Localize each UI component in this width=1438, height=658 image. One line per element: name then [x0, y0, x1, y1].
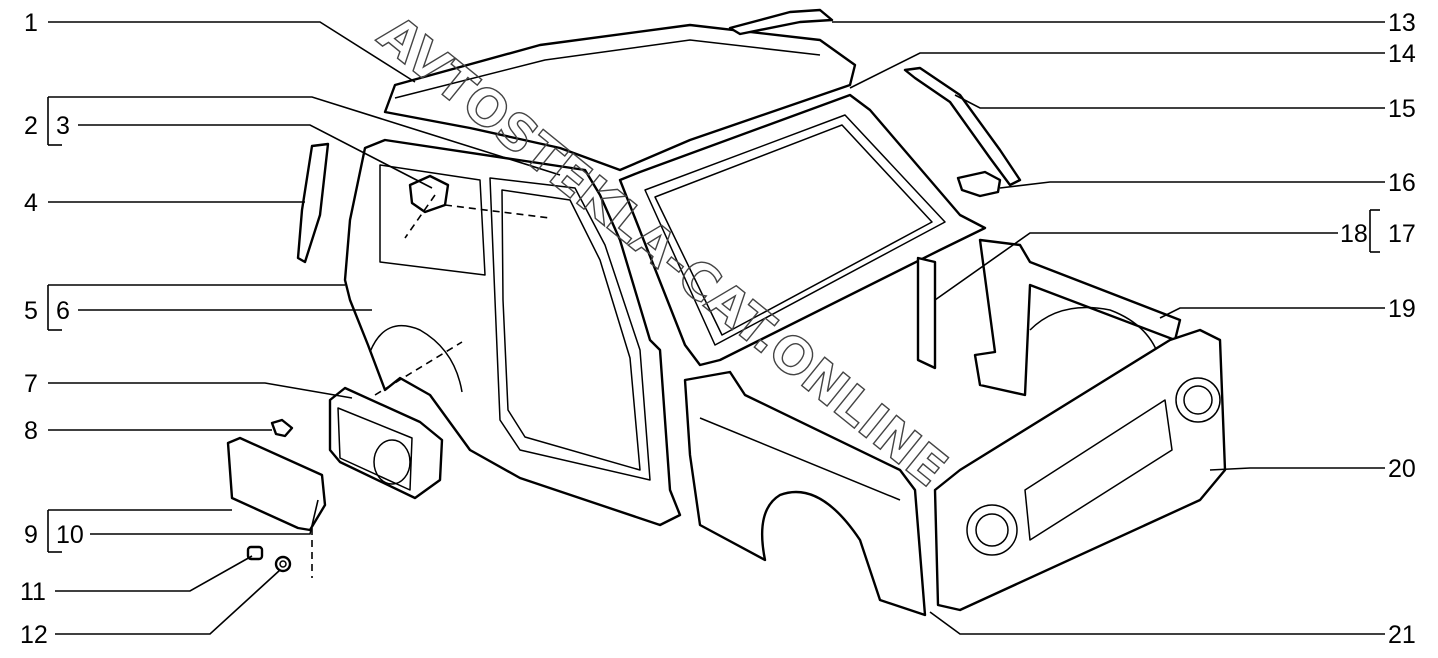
body-side-panel [343, 138, 682, 527]
callout-3: 3 [56, 112, 70, 140]
filler-door [226, 436, 327, 532]
callout-15: 15 [1388, 95, 1416, 123]
leader-lines [47, 21, 1385, 635]
cowl-inner-panel [916, 238, 1182, 397]
callout-labels: 1 2 3 4 5 6 7 8 9 10 11 12 13 14 15 16 1… [20, 9, 1416, 649]
callout-19: 19 [1388, 295, 1416, 323]
callout-9: 9 [24, 521, 38, 549]
callout-10: 10 [56, 521, 84, 549]
callout-2: 2 [24, 112, 38, 140]
callout-17: 17 [1388, 220, 1416, 248]
washer [274, 555, 292, 573]
vent-grille [408, 174, 450, 214]
pillar-trim-strip [903, 66, 1022, 187]
callout-4: 4 [24, 189, 38, 217]
callout-7: 7 [24, 370, 38, 398]
roof-rail-strip [728, 8, 834, 36]
front-panel [933, 328, 1227, 612]
callout-16: 16 [1388, 169, 1416, 197]
roof-panel [383, 23, 857, 172]
callout-11: 11 [20, 578, 46, 606]
callout-14: 14 [1388, 40, 1416, 68]
clip-fastener [270, 418, 294, 438]
windshield-frame [618, 93, 987, 367]
rear-pillar-trim [296, 142, 330, 264]
callout-8: 8 [24, 417, 38, 445]
callout-13: 13 [1388, 9, 1416, 37]
filler-housing [328, 386, 444, 500]
callout-6: 6 [56, 297, 70, 325]
front-body-lower [683, 370, 927, 617]
corner-bracket [956, 170, 1002, 198]
callout-20: 20 [1388, 455, 1416, 483]
callout-12: 12 [20, 621, 48, 649]
assembly-guides [311, 194, 551, 578]
callout-1: 1 [24, 9, 38, 37]
callout-21: 21 [1388, 621, 1416, 649]
callout-5: 5 [24, 297, 38, 325]
callout-18: 18 [1340, 220, 1368, 248]
